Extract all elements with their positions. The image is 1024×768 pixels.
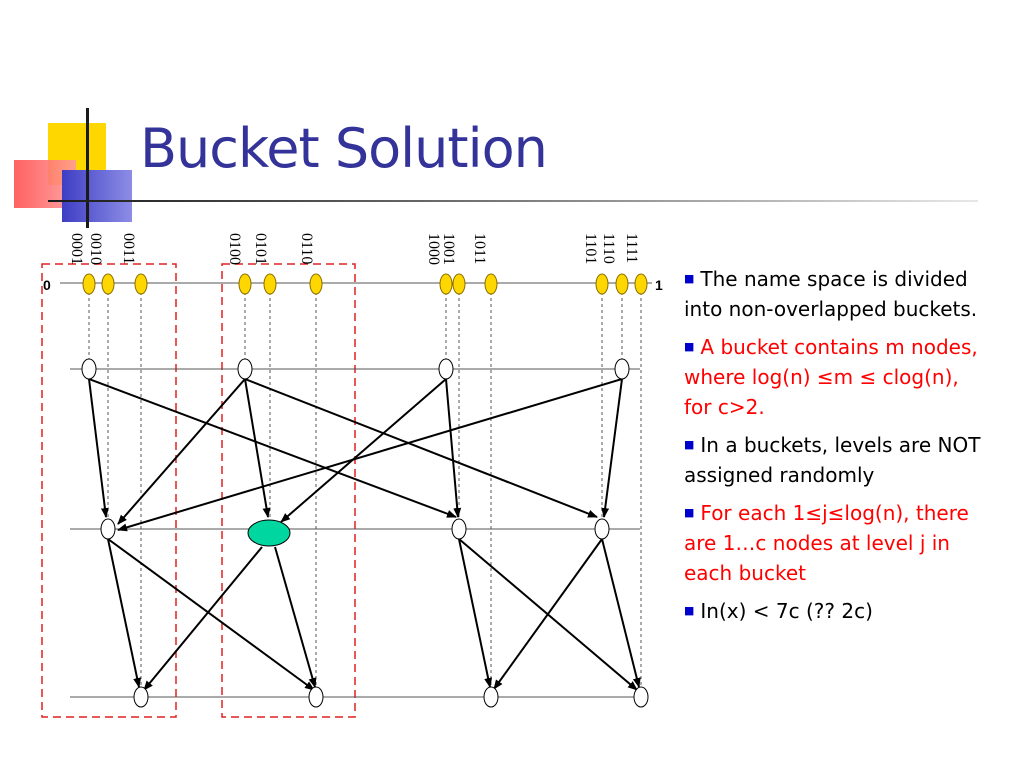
id-label-1111: 1111: [623, 233, 640, 263]
bullet-marker-icon: ■: [684, 272, 695, 285]
id-node-0101: [263, 273, 277, 295]
bullet-marker-icon: ■: [684, 506, 695, 519]
id-label-1000: 1000: [425, 233, 442, 265]
level3-node-bucket4: [633, 686, 649, 708]
bucket-diagram: 0 1 0001 0010 0011 0100 0101 0110 1000 1…: [41, 233, 663, 718]
bullet-item: ■A bucket contains m nodes, where log(n)…: [684, 332, 984, 422]
bullet-marker-icon: ■: [684, 438, 695, 451]
bullet-text: A bucket contains m nodes, where log(n) …: [684, 335, 978, 419]
id-label-1110: 1110: [600, 233, 617, 264]
bullet-marker-icon: ■: [684, 604, 695, 617]
decor-title-underline: [48, 200, 978, 202]
id-node-0001: [82, 273, 96, 295]
bullet-item: ■For each 1≤j≤log(n), there are 1…c node…: [684, 498, 984, 588]
bullet-text: In(x) < 7c (?? 2c): [700, 599, 873, 623]
bullet-item: ■The name space is divided into non-over…: [684, 264, 984, 324]
id-node-0110: [309, 273, 323, 295]
bucket-box-2: [221, 263, 356, 718]
bucket-box-1: [41, 263, 177, 718]
decor-blue-square: [62, 170, 132, 222]
bullet-marker-icon: ■: [684, 340, 695, 353]
level2-node-bucket1: [100, 518, 116, 540]
decor-vertical-line: [86, 108, 89, 228]
id-label-0100: 0100: [226, 233, 243, 265]
id-node-1000: [439, 273, 453, 295]
id-label-0001: 0001: [68, 233, 85, 265]
dashed-guides: [88, 292, 642, 688]
id-node-0010: [101, 273, 115, 295]
id-node-0011: [134, 273, 148, 295]
edge-arrows: [88, 378, 641, 691]
level2-node-bucket3: [451, 518, 467, 540]
level3-node-bucket2: [308, 686, 324, 708]
id-node-1001: [452, 273, 466, 295]
axis-label-zero: 0: [43, 277, 51, 293]
level1-node-bucket1: [81, 358, 97, 380]
id-label-0011: 0011: [120, 233, 137, 264]
id-node-1011: [484, 273, 498, 295]
bullet-list: ■The name space is divided into non-over…: [684, 264, 984, 634]
id-node-0100: [238, 273, 252, 295]
id-label-1101: 1101: [582, 233, 599, 264]
highlighted-node: [247, 519, 291, 547]
bullet-text: For each 1≤j≤log(n), there are 1…c nodes…: [684, 501, 969, 585]
id-label-1011: 1011: [471, 233, 488, 264]
level2-node-bucket4: [594, 518, 610, 540]
axis-label-one: 1: [655, 277, 663, 293]
slide-title: Bucket Solution: [140, 117, 548, 180]
level3-node-bucket3: [483, 686, 499, 708]
level1-node-bucket3: [438, 358, 454, 380]
id-label-0010: 0010: [87, 233, 104, 265]
id-label-1001: 1001: [440, 233, 457, 265]
bullet-text: In a buckets, levels are NOT assigned ra…: [684, 433, 981, 487]
id-node-1110: [615, 273, 629, 295]
id-node-1101: [595, 273, 609, 295]
id-label-0110: 0110: [298, 233, 315, 264]
id-label-0101: 0101: [252, 233, 269, 265]
id-node-1111: [634, 273, 648, 295]
bullet-item: ■In a buckets, levels are NOT assigned r…: [684, 430, 984, 490]
level1-node-bucket4: [614, 358, 630, 380]
bullet-item: ■ In(x) < 7c (?? 2c): [684, 596, 984, 626]
level3-node-bucket1: [133, 686, 149, 708]
level1-node-bucket2: [237, 358, 253, 380]
bullet-text: The name space is divided into non-overl…: [684, 267, 978, 321]
